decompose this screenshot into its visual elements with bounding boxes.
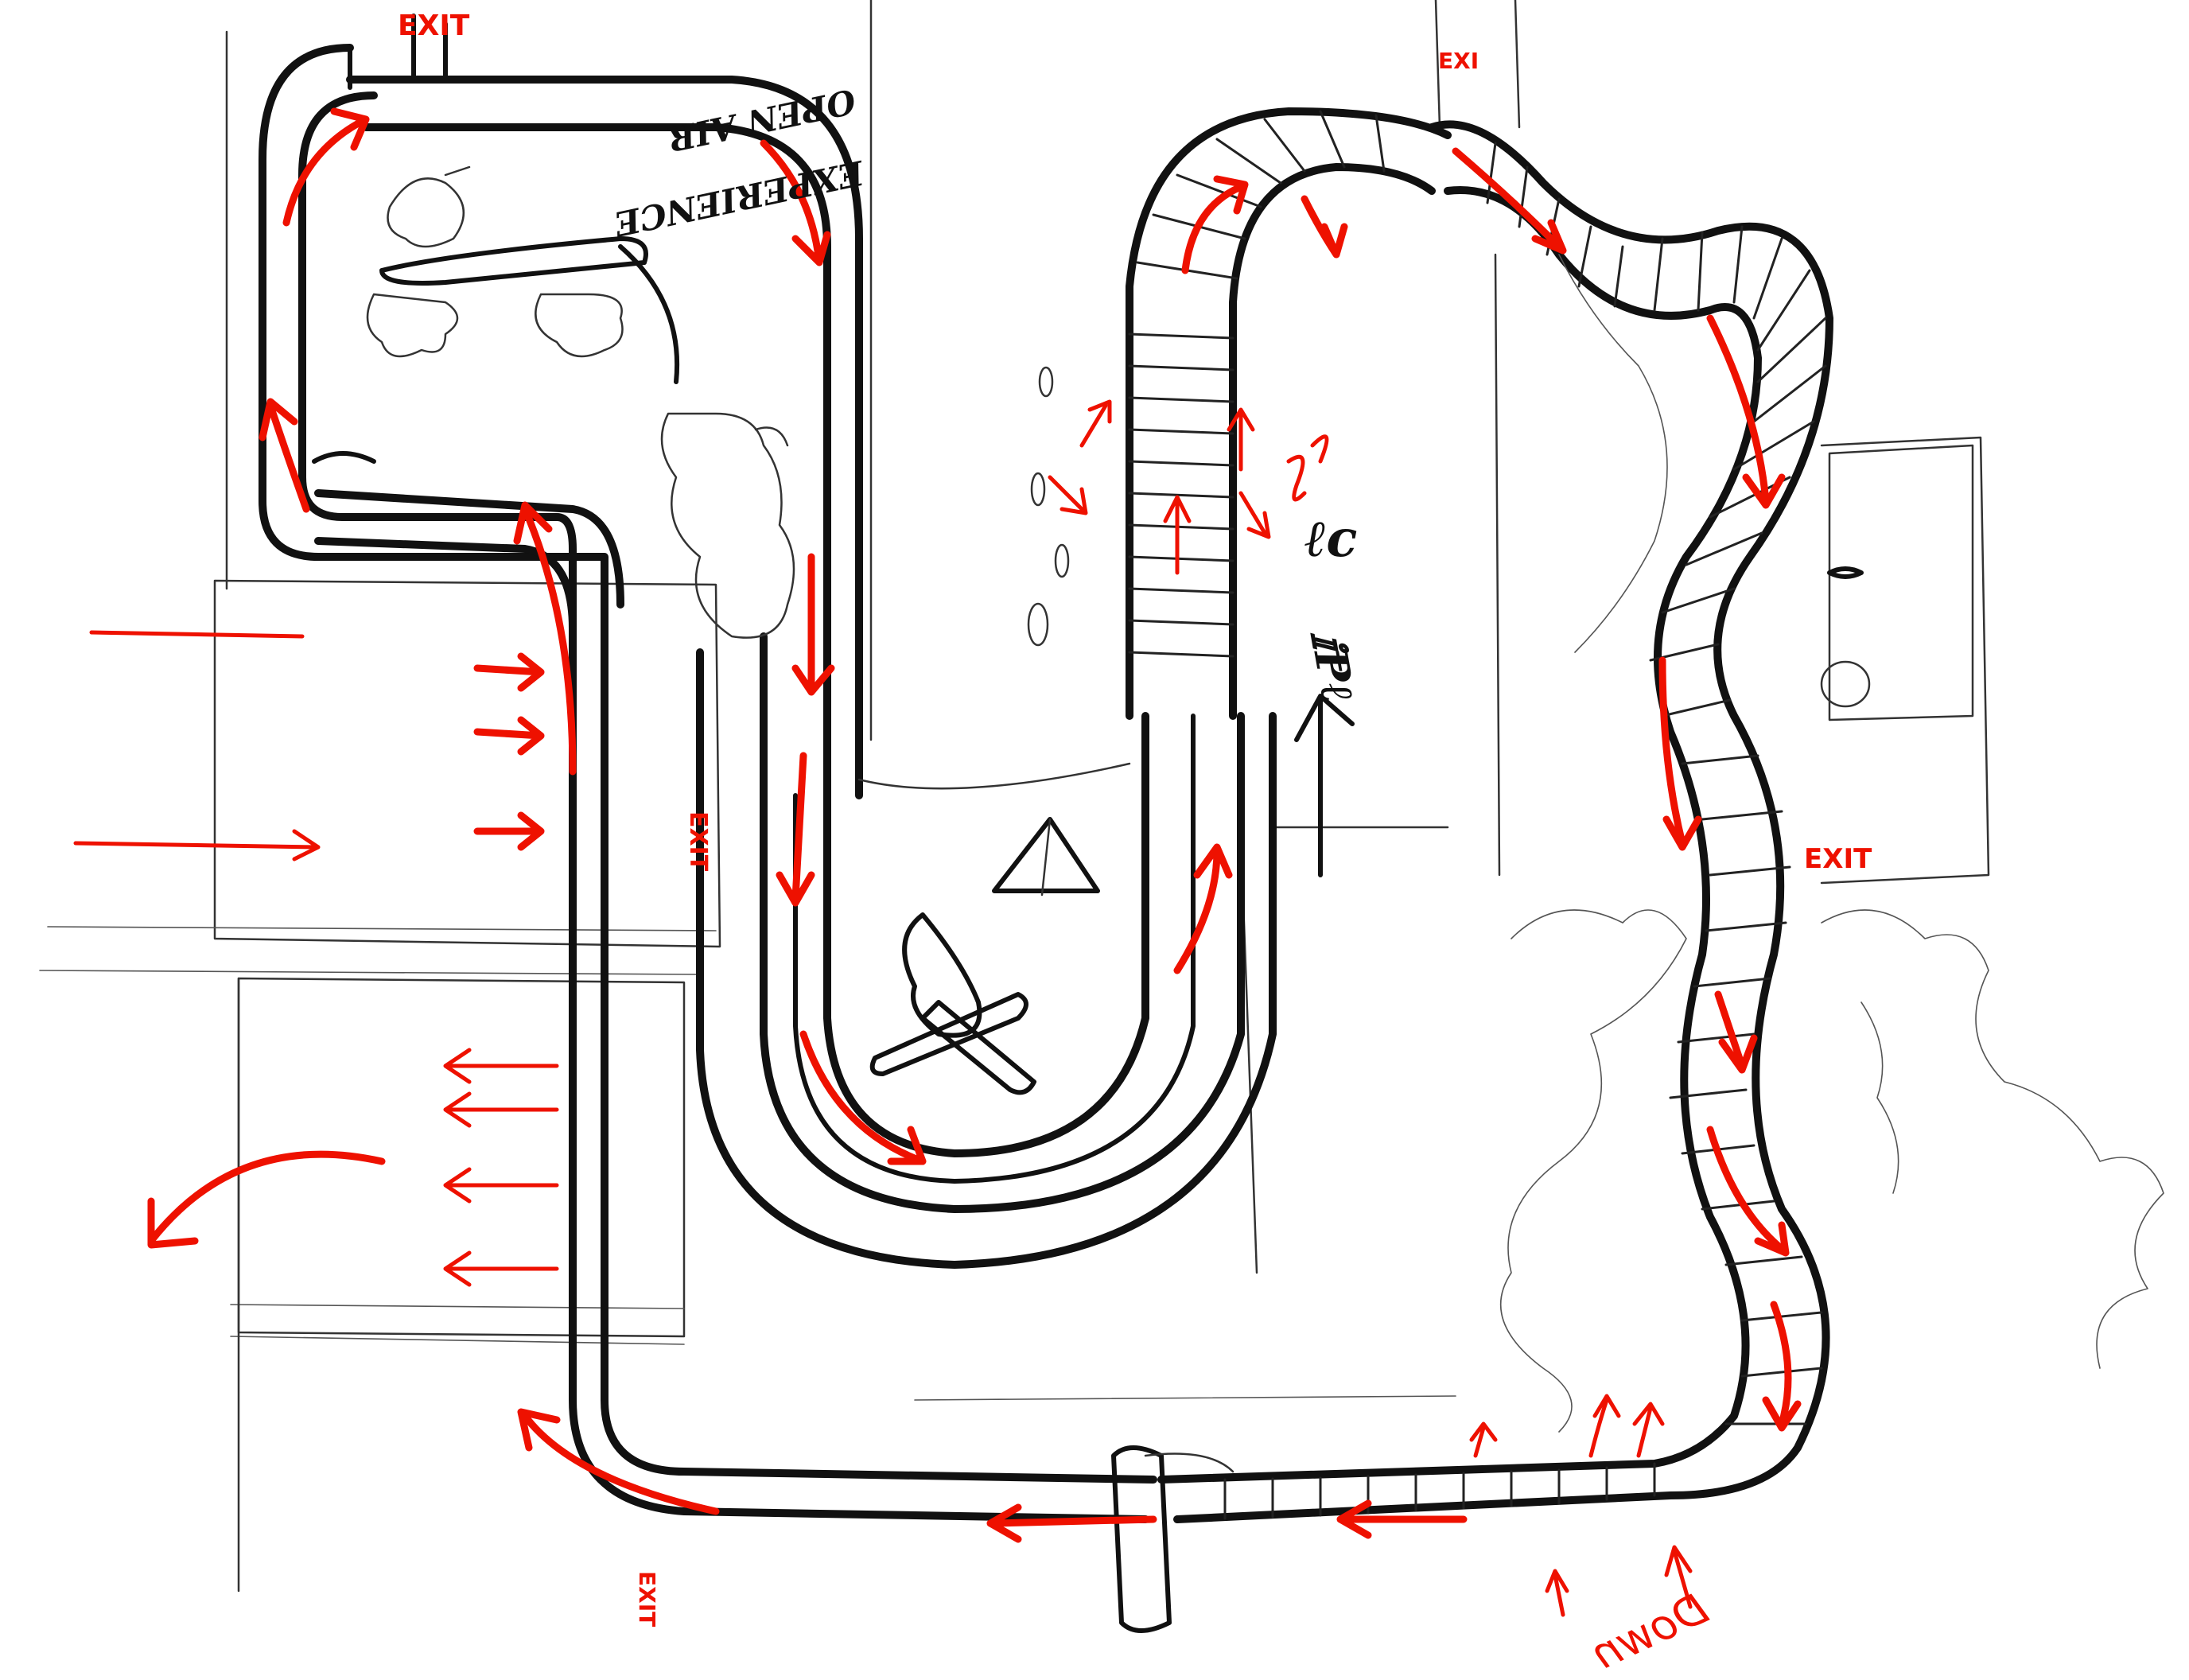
flow-arrows	[73, 107, 1802, 1617]
elevation-note-1: ℓc	[1304, 509, 1358, 569]
tree-branch-with-character	[379, 165, 680, 384]
track-u-bend	[696, 632, 1277, 1269]
ride-path-sketch	[39, 0, 2164, 1633]
foliage-right	[1499, 254, 2164, 1433]
tent	[857, 762, 1131, 896]
staircase-center	[1126, 107, 1452, 720]
background-blocks	[39, 0, 1990, 1592]
bushes	[366, 293, 795, 639]
exit-label-right: EXIT	[1804, 843, 1872, 875]
ellipse-markers	[1027, 366, 1070, 647]
bridge-log	[1111, 1445, 1234, 1633]
track-upper-segment	[314, 76, 863, 799]
entry-arrow-2	[73, 829, 321, 861]
campfire	[869, 912, 1036, 1095]
entry-arrow-1	[89, 630, 305, 639]
exit-label-middle-vertical: EXIT	[684, 811, 712, 872]
exit-label-top-left: EXIT	[398, 10, 470, 42]
track-left-loop	[259, 14, 1157, 1523]
up-arrow-black	[1294, 694, 1355, 877]
exit-label-top-right: EXI	[1438, 48, 1479, 74]
exit-label-bottom-vertical: EXIT	[634, 1571, 660, 1628]
bench-sign-right	[1820, 444, 1974, 721]
